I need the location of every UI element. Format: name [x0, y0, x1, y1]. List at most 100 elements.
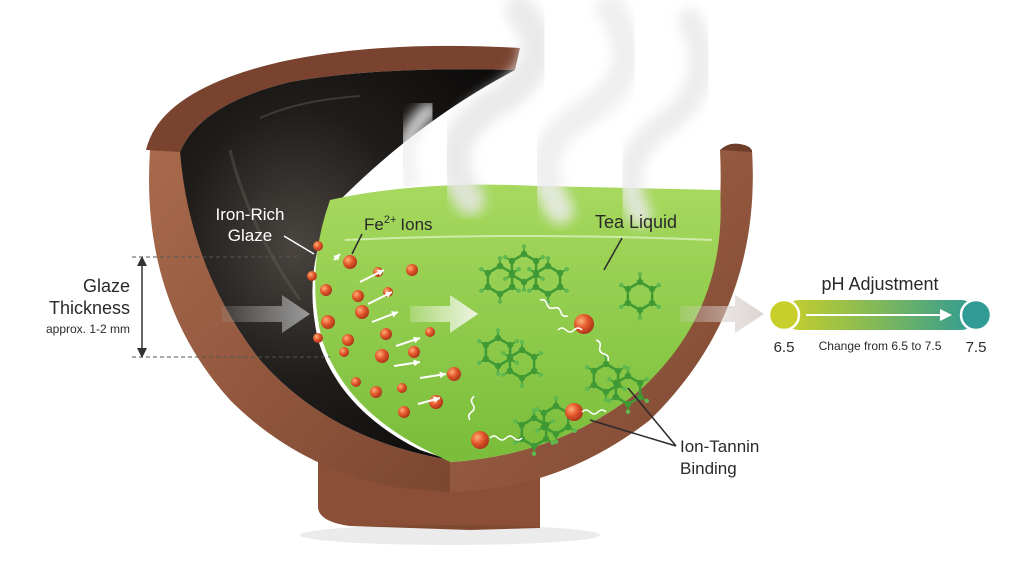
tannin-atom	[519, 383, 525, 388]
ph-end-value: 7.5	[966, 339, 987, 356]
ph-start-value: 6.5	[774, 339, 795, 356]
fe-ions	[307, 241, 461, 418]
tannin-atom	[637, 315, 643, 320]
binding-bond	[539, 298, 568, 318]
tannin-molecule	[501, 340, 543, 388]
binding-bond	[557, 327, 583, 333]
fe-ions-label: Fe2+Ions	[364, 214, 433, 234]
tannin-atom	[514, 360, 519, 366]
bowl-shadow	[300, 525, 600, 545]
tannin-atom	[553, 396, 559, 401]
tannin-atom	[585, 386, 590, 392]
iron-rich-label-line2: Glaze	[228, 226, 272, 245]
tea-liquid-label: Tea Liquid	[595, 212, 677, 232]
fe-ions-leader	[351, 233, 363, 255]
fe-ion	[398, 406, 410, 418]
tannin-atom	[545, 256, 551, 261]
tannin-atom	[531, 451, 537, 456]
fe-ion	[397, 383, 407, 393]
tannin-atom	[607, 376, 612, 382]
tannin-atom	[479, 266, 484, 272]
binding-bond	[581, 409, 607, 415]
fe-ion	[343, 255, 357, 269]
fe-ion	[408, 346, 420, 358]
tannin-atom	[477, 360, 482, 366]
tannin-atom	[644, 376, 649, 382]
fe-ion	[425, 327, 435, 337]
ion-motion-arrowhead	[333, 254, 340, 261]
tannin-atom	[521, 244, 527, 249]
tannin-atom	[506, 341, 514, 349]
tannin-atom	[656, 282, 661, 288]
ph-direction-arrowhead	[940, 309, 952, 321]
steam-plume	[618, 8, 714, 227]
steam-plume	[396, 101, 439, 189]
fe-ion	[375, 349, 389, 363]
ion-motion-arrowhead	[433, 396, 440, 403]
tea-to-ph-arrow	[680, 295, 764, 333]
tannin-molecule	[619, 272, 661, 320]
fe-ion	[351, 377, 361, 387]
tannin-atom	[625, 366, 631, 371]
fe-ion	[447, 367, 461, 381]
ph-title: pH Adjustment	[821, 274, 938, 294]
binding-bond	[467, 395, 475, 421]
ph-change-note: Change from 6.5 to 7.5	[819, 339, 942, 353]
tannin-atom	[503, 254, 508, 260]
dimension-arrow-down	[137, 348, 147, 358]
ion-tannin-label-line2: Binding	[680, 459, 737, 478]
iron-rich-leader	[283, 235, 315, 255]
tannin-atom	[513, 440, 518, 446]
fe-ion	[321, 315, 335, 329]
tannin-atom	[644, 398, 649, 404]
fe-ion	[355, 305, 369, 319]
tannin-atom	[535, 406, 540, 412]
ph-start-marker	[767, 298, 801, 332]
ion-motion-arrowhead	[377, 269, 384, 276]
ion-motion-arrowhead	[391, 311, 398, 318]
tea-liquid	[315, 184, 721, 462]
bowl-outer-wall	[149, 150, 450, 492]
tannin-molecule	[535, 396, 577, 444]
binding-bond	[595, 339, 610, 361]
tannin-atom	[527, 266, 532, 272]
glaze-thickness-label-line2: Thickness	[49, 298, 130, 318]
tannin-atom	[622, 386, 627, 392]
tannin-atom	[516, 288, 521, 294]
tea-body	[315, 184, 721, 462]
tannin-atom	[553, 439, 559, 444]
tannin-atom	[607, 398, 612, 404]
tannin-atom	[497, 256, 503, 261]
tannin-atom	[540, 254, 545, 260]
fe-ion	[313, 241, 323, 251]
glaze-thickness-note: approx. 1-2 mm	[46, 322, 130, 336]
tannin-atom	[503, 276, 508, 282]
tea-surface-line	[344, 235, 713, 241]
tannin-atom	[625, 409, 631, 414]
tannin-atom	[516, 266, 521, 272]
tannin-molecule	[607, 366, 649, 414]
tannin-molecules	[477, 244, 661, 456]
fe-ion	[352, 290, 364, 302]
fe-ion	[339, 347, 349, 357]
tannin-atom	[521, 287, 527, 292]
bound-ion	[565, 403, 583, 421]
glaze-highlight	[228, 149, 302, 301]
tea-liquid-leader	[603, 237, 623, 271]
steam	[396, 0, 714, 227]
bound-ions	[467, 298, 610, 449]
fe-ion	[342, 334, 354, 346]
steam-plume	[531, 0, 640, 224]
tannin-atom	[513, 418, 518, 424]
steam-plume	[440, 0, 551, 215]
tannin-atom	[501, 372, 506, 378]
tannin-atom	[585, 364, 590, 370]
ion-tannin-leader	[627, 387, 677, 447]
tannin-atom	[514, 338, 519, 344]
ion-motion-arrowhead	[439, 371, 446, 379]
tannin-atom	[479, 288, 484, 294]
fe-ion	[313, 333, 323, 343]
bound-ion	[574, 314, 594, 334]
tannin-atom	[519, 340, 525, 345]
